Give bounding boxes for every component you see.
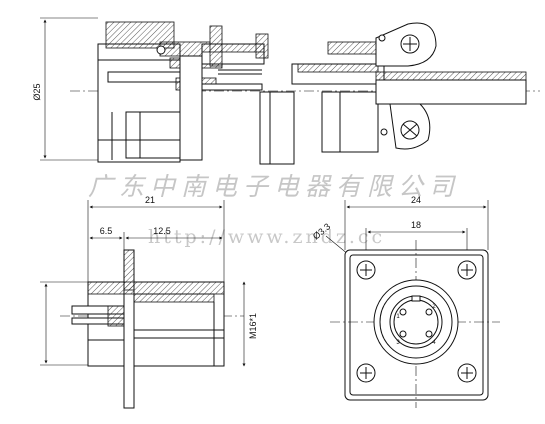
length-21-label: 21 — [145, 195, 155, 205]
top-assembly-view: Ø25 — [32, 17, 540, 165]
mount-hole-tl — [356, 260, 376, 280]
pitch-18-label: 18 — [411, 220, 421, 230]
thread-m16-label: M16*1 — [248, 313, 258, 339]
mount-hole-tr — [457, 260, 477, 280]
offset-12-5-label: 12.5 — [153, 226, 171, 236]
mount-hole-br — [457, 363, 477, 383]
socket-side-view: 21 6.5 12.5 M16*1 — [40, 195, 258, 409]
pin-4-label: 4 — [432, 340, 436, 346]
width-24-label: 24 — [411, 195, 421, 205]
watermark-url: http://www.zndz.cc — [148, 226, 385, 248]
diameter-25-label: Ø25 — [32, 83, 42, 100]
pin-2-label: 2 — [432, 304, 436, 310]
pin-3-label: 3 — [396, 340, 400, 346]
mount-hole-bl — [356, 363, 376, 383]
offset-6-5-label: 6.5 — [100, 226, 113, 236]
socket-front-view: 24 18 Ø3.3 1 2 3 4 — [311, 195, 500, 408]
watermark-company: 广东中南电子电器有限公司 — [88, 172, 460, 201]
pin-1-label: 1 — [396, 314, 400, 320]
